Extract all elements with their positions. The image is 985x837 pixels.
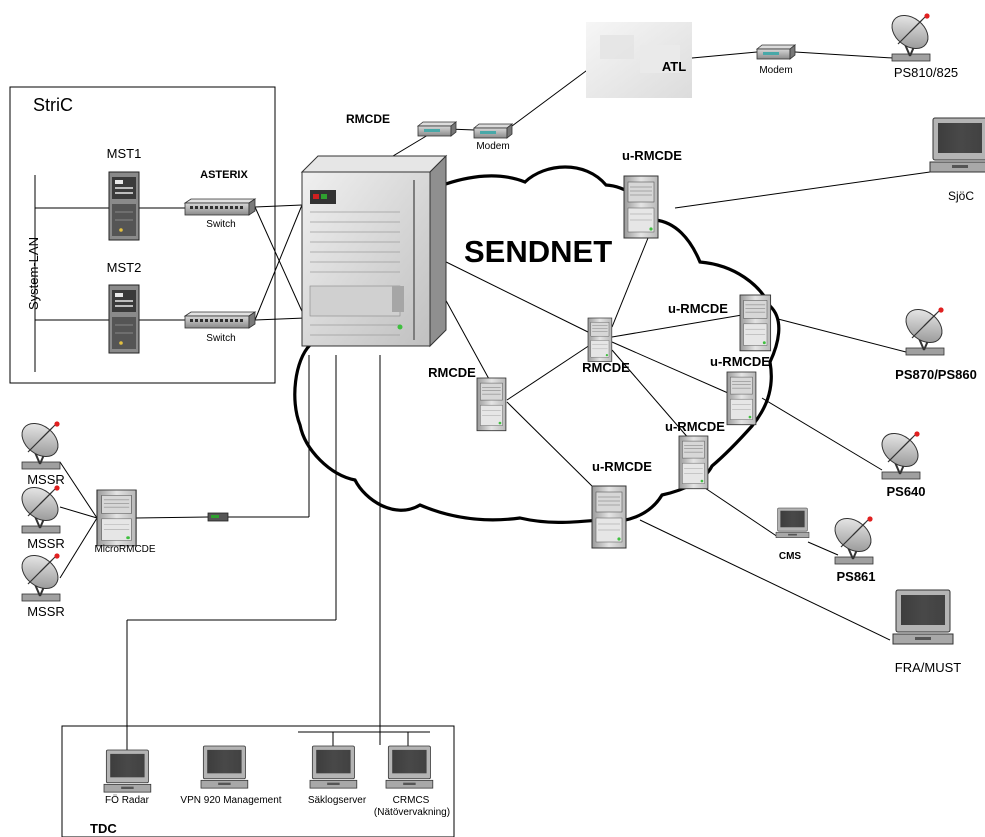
u-rmcde-5-server (591, 485, 627, 549)
mst1-label: MST1 (106, 146, 142, 161)
ps810-dish (884, 7, 936, 62)
micro-modem (207, 512, 229, 522)
sendnet-label: SENDNET (464, 234, 613, 269)
mst1-server (108, 171, 140, 241)
rmcde-center-server (587, 317, 613, 362)
tdc-group-box (61, 725, 455, 837)
u-rmcde-5-label: u-RMCDE (592, 459, 652, 474)
rmcde-center-label: RMCDE (582, 360, 630, 375)
central-server (300, 154, 448, 348)
u-rmcde-1-server (623, 175, 659, 239)
mst2-label: MST2 (106, 260, 142, 275)
sjoc-label: SjöC (947, 189, 975, 203)
mssr-2-dish (14, 479, 66, 534)
stric-group-label: StriC (33, 95, 73, 115)
mssr-1-label: MSSR (27, 472, 65, 487)
mst2-server (108, 284, 140, 354)
stric-group-box (9, 86, 276, 384)
modem-atl (756, 44, 796, 60)
modem-atl-label: Modem (759, 65, 793, 76)
rmcde-top-device (417, 121, 457, 137)
mssr-3-dish (14, 547, 66, 602)
saklog-label: Säklogserver (307, 795, 367, 806)
mssr-3-label: MSSR (27, 604, 65, 619)
fra-must-monitor (892, 589, 954, 645)
u-rmcde-4-server (678, 435, 709, 490)
crmcs-monitor (385, 745, 434, 789)
ps810-label: PS810/825 (893, 65, 959, 80)
ps870-label: PS870/PS860 (895, 367, 977, 382)
switch-2-label: Switch (206, 333, 236, 344)
rmcde-left-label: RMCDE (428, 365, 476, 380)
ps640-label: PS640 (886, 484, 926, 499)
ps870-dish (898, 301, 950, 356)
fra-must-label: FRA/MUST (894, 660, 962, 675)
rmcde-top-label: RMCDE (346, 112, 390, 126)
switch-1-label: Switch (206, 219, 236, 230)
u-rmcde-3-label: u-RMCDE (710, 354, 770, 369)
atl-label: ATL (661, 59, 687, 74)
ps861-dish (827, 510, 879, 565)
fo-radar-monitor (103, 749, 152, 793)
tdc-group-label: TDC (90, 821, 117, 836)
asterix-label: ASTERIX (200, 169, 248, 181)
u-rmcde-2-label: u-RMCDE (668, 301, 728, 316)
cms-monitor (775, 507, 810, 538)
ps640-dish (874, 425, 926, 480)
u-rmcde-3-server (726, 371, 757, 426)
u-rmcde-4-label: u-RMCDE (665, 419, 725, 434)
cms-label: CMS (778, 551, 802, 562)
fo-radar-label: FÖ Radar (105, 795, 149, 806)
crmcs-sub-label: (Nätövervakning) (373, 807, 451, 818)
switch-1 (184, 198, 256, 216)
micro-rmcde-server (96, 489, 137, 547)
switch-2 (184, 311, 256, 329)
mssr-2-label: MSSR (27, 536, 65, 551)
vpn-monitor (200, 745, 249, 789)
crmcs-label: CRMCS (392, 795, 430, 806)
micro-rmcde-label: MicroRMCDE (94, 544, 156, 555)
sjoc-monitor (929, 117, 985, 173)
saklog-monitor (309, 745, 358, 789)
system-lan-label: System-LAN (26, 237, 41, 310)
mssr-1-dish (14, 415, 66, 470)
vpn-label: VPN 920 Management (180, 795, 282, 806)
u-rmcde-1-label: u-RMCDE (622, 148, 682, 163)
modem-top (473, 123, 513, 139)
atl-node (586, 22, 692, 98)
u-rmcde-2-server (739, 294, 772, 352)
ps861-label: PS861 (836, 569, 876, 584)
modem-top-label: Modem (476, 141, 510, 152)
rmcde-left-server (476, 377, 507, 432)
